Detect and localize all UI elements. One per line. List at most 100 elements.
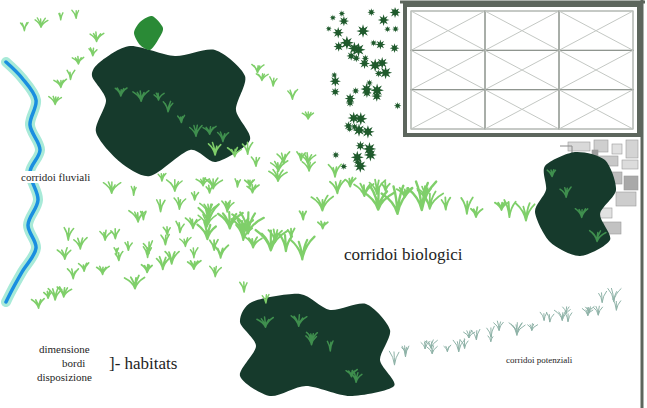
urban-fragment — [622, 160, 638, 169]
grass-tuft — [174, 198, 186, 209]
urban-fragment — [616, 192, 636, 206]
grass-tuft — [163, 227, 170, 235]
building-cell — [559, 90, 633, 129]
grass-tuft — [262, 295, 269, 303]
grass-tuft — [244, 236, 261, 247]
tree-symbol — [352, 124, 365, 137]
grass-tuft — [125, 242, 132, 250]
grass-tuft — [228, 148, 242, 157]
grass-tuft — [158, 174, 166, 182]
building-cell — [559, 11, 633, 50]
building-cell — [411, 11, 485, 50]
grass-tuft — [547, 312, 554, 321]
urban-fragment — [612, 144, 622, 154]
grass-tuft — [68, 269, 79, 279]
grass-tuft — [103, 182, 120, 193]
tree-symbol — [332, 151, 340, 159]
grass-tuft — [165, 252, 179, 264]
grass-tuft — [318, 221, 328, 228]
habitat-factor: dimensione — [38, 343, 91, 355]
building-cell — [411, 90, 485, 129]
grass-tuft — [163, 101, 173, 111]
grass-tuft — [232, 212, 263, 233]
grass-tuft — [270, 77, 277, 86]
grass-tuft — [192, 192, 199, 200]
grass-tuft — [64, 228, 73, 241]
grass-tuft — [528, 324, 538, 330]
grass-tuft — [327, 341, 333, 351]
building-cell — [485, 50, 559, 89]
grass-tuft — [290, 237, 314, 260]
grass-tuft — [218, 132, 229, 142]
grass-tuft — [280, 235, 292, 252]
habitat-patch — [535, 152, 616, 256]
grass-tuft — [129, 211, 146, 222]
corridor-label: corridoi potenziali — [505, 356, 573, 366]
building-outline — [405, 5, 639, 135]
grass-tuft — [35, 18, 48, 28]
grass-tuft — [288, 89, 298, 99]
grass-tuft — [354, 184, 374, 197]
grass-tuft — [351, 373, 362, 383]
tree-cluster — [326, 7, 402, 173]
tree-symbol — [363, 142, 377, 156]
grass-tuft — [72, 10, 79, 18]
corridor-label: corridoi biologici — [343, 246, 464, 265]
grass-tuft — [167, 180, 183, 191]
grass-tuft — [240, 282, 247, 292]
grass-tuft — [32, 299, 45, 308]
tree-symbol — [392, 26, 399, 33]
tree-symbol — [330, 14, 337, 21]
habitat-patches — [92, 16, 616, 396]
grass-tuft — [547, 170, 555, 177]
grass-tuft — [257, 317, 273, 327]
grass-tuft — [444, 345, 451, 351]
tree-symbol — [362, 55, 370, 63]
grass-tuft — [49, 96, 62, 104]
tree-symbol — [330, 76, 341, 87]
grass-tuft — [494, 321, 504, 330]
grass-tuft — [277, 152, 290, 164]
grass-tuft — [143, 241, 152, 254]
grass-tuft — [300, 211, 307, 220]
site-frame — [400, 0, 645, 408]
grass-tuft — [131, 187, 136, 196]
grass-tuft — [302, 112, 313, 119]
grass-tuft — [180, 238, 191, 247]
grass-tuft — [402, 347, 408, 353]
grass-tuft — [590, 231, 606, 242]
grass-tuft — [330, 180, 345, 194]
grass-tuft — [427, 346, 437, 354]
grass-tuft — [89, 48, 97, 56]
grass-tuft — [57, 287, 71, 297]
building-block — [405, 5, 639, 135]
grass-tuft — [245, 180, 255, 187]
grass-tuft — [79, 263, 89, 271]
grass-tuft — [209, 143, 221, 156]
tree-symbol — [384, 26, 391, 33]
tree-symbol — [390, 43, 400, 53]
grass-tuft — [504, 200, 515, 217]
building-cell — [559, 50, 633, 89]
grass-tuft — [142, 265, 153, 273]
grass-tuft — [575, 209, 587, 218]
tree-symbol — [370, 84, 384, 98]
grass-tuft — [471, 329, 480, 339]
grass-tuft — [442, 197, 451, 209]
grass-tuft — [407, 182, 436, 211]
grass-tuft — [599, 291, 607, 302]
grass-tuft — [67, 70, 75, 79]
habitat-bracket-label: ]- habitats — [108, 355, 178, 374]
tree-symbol — [354, 159, 367, 172]
tree-symbol — [370, 39, 377, 46]
grass-tuft — [560, 187, 571, 197]
grass-tuft — [125, 276, 145, 289]
grass-tuft — [222, 201, 234, 212]
grass-tuft — [235, 179, 240, 187]
tree-symbol — [346, 126, 352, 132]
grass-tuft — [243, 142, 253, 154]
tree-symbol — [356, 24, 369, 37]
tree-symbol — [362, 88, 372, 98]
grass-tuft — [516, 203, 535, 221]
grass-tuft — [214, 245, 228, 258]
